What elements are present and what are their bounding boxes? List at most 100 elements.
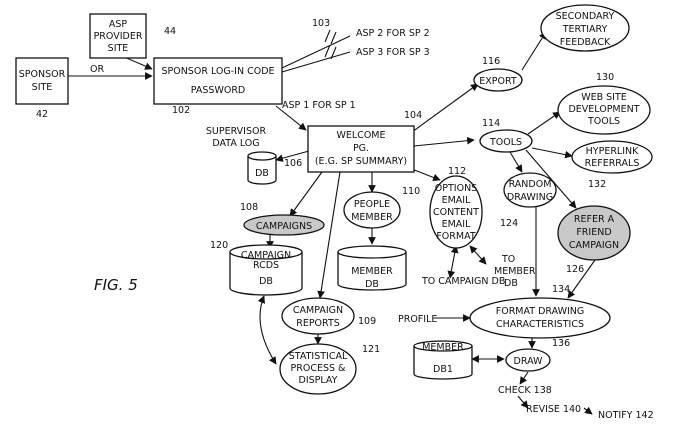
format-drawing-line-2: CHARACTERISTICS [496,319,584,330]
people-node: PEOPLE MEMBER 110 [344,186,420,228]
format-drawing-node: FORMAT DRAWING CHARACTERISTICS 134 [470,284,610,338]
export-label: EXPORT [479,76,517,87]
arrow-draw-to-check [520,372,528,384]
random-line-2: DRAWING [507,192,553,203]
asp-provider-line-1: ASP [109,19,128,30]
refer-ref: 126 [566,264,584,275]
login-box [154,58,282,104]
db106-top [248,152,276,160]
login-node: SPONSOR LOG-IN CODE PASSWORD 102 [154,58,282,116]
to-member-db-line-3: DB [504,278,518,289]
welcome-line-2: PG. [353,143,369,154]
tools-label: TOOLS [489,137,522,148]
notify-label: NOTIFY 142 [598,410,654,421]
hyperlink-line-2: REFERRALS [585,158,640,169]
random-node: RANDOM DRAWING 124 [500,173,556,229]
tools-node: TOOLS 114 [480,118,532,152]
refer-line-2: FRIEND [576,227,611,238]
revise-label: REVISE 140 [526,404,581,415]
arrow-welcome-to-export [412,84,478,132]
arrow-welcome-to-campaigns [290,172,322,216]
login-ref: 102 [172,105,190,116]
hyperlink-line-1: HYPERLINK [586,146,639,157]
profile-label: PROFILE [398,314,437,325]
options-line-5: FORMAT [436,231,476,242]
asp-provider-node: ASP PROVIDER SITE 44 [90,14,176,58]
login-line-2: PASSWORD [191,85,245,96]
people-ref: 110 [402,186,420,197]
campaign-rcds-node: CAMPAIGN RCDS DB 120 [210,240,302,295]
welcome-ref: 104 [404,110,422,121]
member-db-top [338,246,406,258]
figure-label: FIG. 5 [94,276,138,294]
campaigns-node: CAMPAIGNS 108 [240,202,324,235]
website-tools-line-3: TOOLS [587,116,620,127]
campaign-rcds-line-2: RCDS [253,260,279,271]
campaigns-label: CAMPAIGNS [256,221,312,232]
asp2-label: ASP 2 FOR SP 2 [356,28,430,39]
arrow-export-to-secondary [522,32,546,70]
campaigns-ref: 108 [240,202,258,213]
export-ref: 116 [482,56,500,67]
supervisor-line-2: DATA LOG [212,138,259,149]
asp3-label: ASP 3 FOR SP 3 [356,47,430,58]
sponsor-site-line-2: SITE [32,82,53,93]
hyperlink-ref: 132 [588,179,606,190]
asp-provider-line-3: SITE [108,43,129,54]
arrow-options-to-campaigndb [450,246,456,278]
format-drawing-line-1: FORMAT DRAWING [496,306,585,317]
sponsor-site-node: SPONSOR SITE 42 [16,58,68,120]
refer-line-3: CAMPAIGN [569,240,619,251]
statistical-node: STATISTICAL PROCESS & DISPLAY 121 [280,344,380,394]
asp1-label: ASP 1 FOR SP 1 [282,100,356,111]
statistical-line-3: DISPLAY [299,375,338,386]
asp-provider-line-2: PROVIDER [94,31,143,42]
arrow-tools-to-website [528,112,560,134]
secondary-line-2: TERTIARY [562,24,608,35]
member-db1-line-2: DB1 [433,364,453,375]
to-member-db-line-2: MEMBER [494,266,536,277]
tools-ref: 114 [482,118,500,129]
options-ref: 112 [448,166,466,177]
welcome-line-1: WELCOME [337,130,386,141]
secondary-node: SECONDARY TERTIARY FEEDBACK [541,5,629,51]
sponsor-site-ref: 42 [36,109,48,120]
options-node: OPTIONS EMAIL CONTENT EMAIL FORMAT 112 [430,166,482,248]
welcome-line-3: (E.G. SP SUMMARY) [315,156,407,167]
member-db-line-1: MEMBER [351,266,393,277]
refer-line-1: REFER A [574,214,615,225]
options-line-4: EMAIL [442,219,471,230]
draw-ref: 136 [552,338,570,349]
website-tools-node: WEB SITE DEVELOPMENT TOOLS 130 [558,72,650,134]
people-line-1: PEOPLE [354,199,390,210]
member-db1-line-1: MEMBER [422,342,464,353]
arrow-welcome-to-reports [320,172,340,298]
options-line-2: EMAIL [442,195,471,206]
sponsor-site-box [16,58,68,104]
ref-103: 103 [312,18,330,29]
secondary-line-3: FEEDBACK [560,37,611,48]
check-label: CHECK 138 [498,385,552,396]
campaign-reports-line-1: CAMPAIGN [293,305,343,316]
campaign-rcds-line-3: DB [259,276,273,287]
website-tools-line-1: WEB SITE [581,92,627,103]
arrow-options-to-memberdb [470,246,486,264]
format-drawing-ellipse [470,298,610,338]
asp-provider-ref: 44 [164,26,176,37]
to-member-db-line-1: TO [501,254,515,265]
member-db-line-2: DB [365,279,379,290]
to-campaign-db-label: TO CAMPAIGN DB [421,276,505,287]
or-label: OR [90,64,104,75]
line-asp2 [282,36,350,68]
draw-node: DRAW 136 [506,338,570,371]
random-line-1: RANDOM [509,179,552,190]
db106-label: DB [255,168,269,179]
member-db-node: MEMBER DB [338,246,406,290]
line-asp3 [282,52,350,72]
campaign-reports-line-2: REPORTS [296,318,340,329]
statistical-line-2: PROCESS & [291,363,347,374]
break-mark-2 [331,32,336,44]
member-db1-node: MEMBER DB1 [414,341,472,379]
website-tools-line-2: DEVELOPMENT [568,104,639,115]
